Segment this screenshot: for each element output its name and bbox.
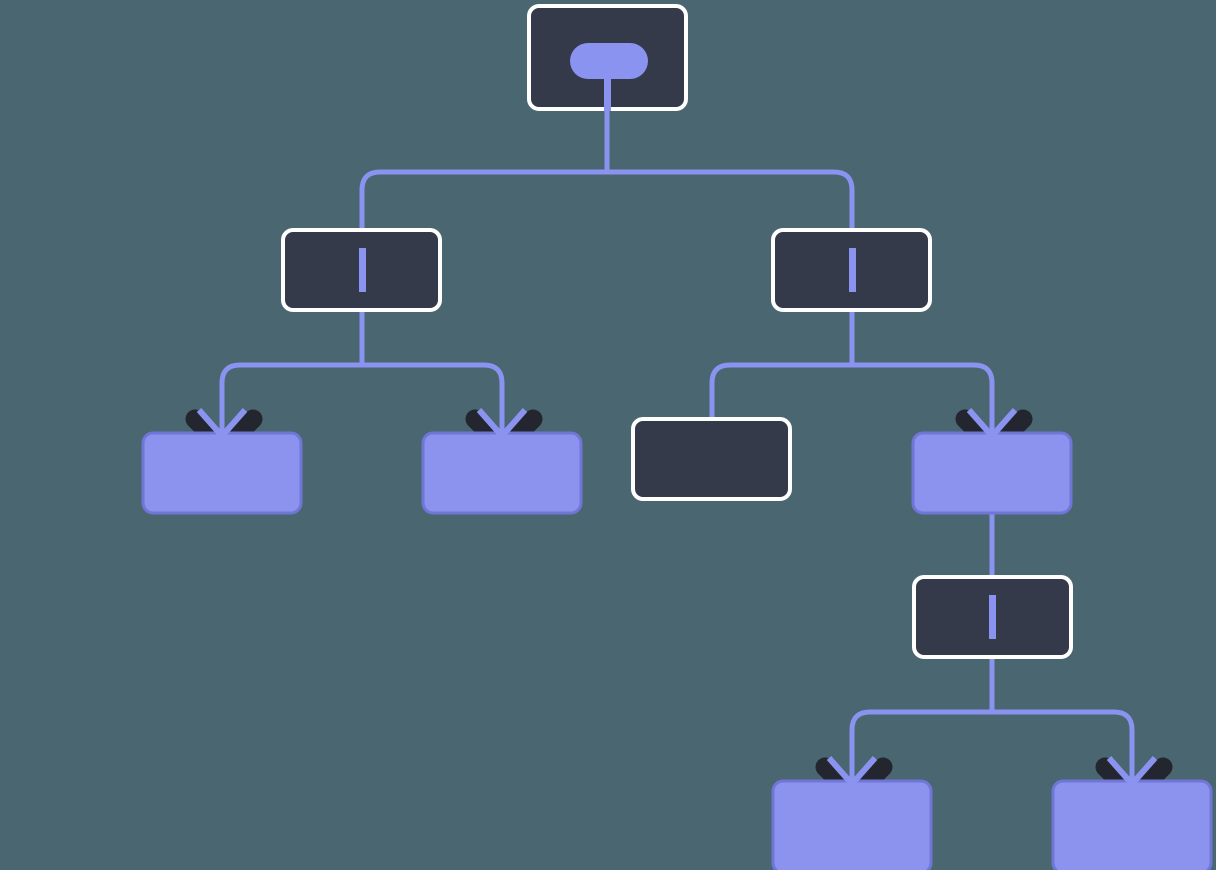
leaf-node-1[interactable] xyxy=(141,431,303,515)
branch-node-deep-bar-glyph xyxy=(989,595,996,639)
arrowhead-into-leaf-2 xyxy=(476,408,528,441)
arrowhead-into-leaf-1 xyxy=(196,408,248,441)
node-layer xyxy=(141,4,1213,870)
leaf-node-5[interactable] xyxy=(771,779,933,870)
leaf-node-4[interactable] xyxy=(911,431,1073,515)
arrowhead-into-leaf-5 xyxy=(826,756,878,789)
branch-node-left[interactable] xyxy=(281,228,442,312)
edge-branch-deep-to-leaves[interactable] xyxy=(849,659,1135,792)
root-node-pill-glyph xyxy=(570,43,648,79)
root-node-stem-glyph xyxy=(604,72,611,111)
edge-root-to-branches[interactable] xyxy=(359,111,855,292)
terminal-node-dark[interactable] xyxy=(631,417,792,501)
branch-node-right[interactable] xyxy=(771,228,932,312)
root-node[interactable] xyxy=(527,4,688,111)
edge-layer xyxy=(219,111,1135,792)
leaf-node-2[interactable] xyxy=(421,431,583,515)
leaf-node-6[interactable] xyxy=(1051,779,1213,870)
branch-node-right-bar-glyph xyxy=(849,248,856,292)
arrowhead-into-leaf-4 xyxy=(966,408,1018,441)
edge-branch-left-to-leaves[interactable] xyxy=(219,312,505,444)
arrowhead-overlay-layer xyxy=(196,408,1158,789)
arrowhead-into-leaf-6 xyxy=(1106,756,1158,789)
branch-node-left-bar-glyph xyxy=(359,248,366,292)
edge-branch-right-to-children[interactable] xyxy=(709,312,995,444)
branch-node-deep[interactable] xyxy=(912,575,1073,659)
